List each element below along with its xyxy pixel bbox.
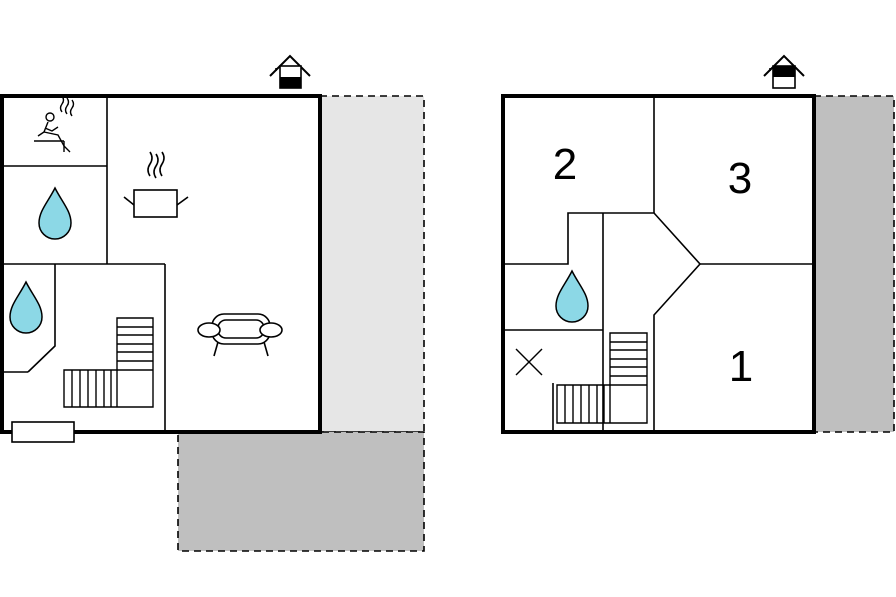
room-number-3: 3 (728, 154, 752, 203)
open-space-cross-icon (515, 348, 543, 376)
doorstep (11, 421, 75, 443)
ground-floor-interior-walls (2, 96, 166, 432)
house-entrance-icon (763, 54, 805, 89)
room-number-1: 1 (729, 342, 753, 391)
patio-area (177, 431, 425, 552)
staircase-icon (63, 317, 154, 408)
room-number-2: 2 (553, 140, 577, 189)
balcony-area (813, 95, 895, 433)
sofa-icon (197, 313, 283, 357)
terrace-area (319, 95, 425, 433)
ground-floor (0, 54, 425, 552)
water-drop-icon (38, 186, 72, 240)
upper-floor-interior-walls (503, 96, 814, 432)
cooking-pot-icon (123, 151, 189, 218)
water-drop-icon (9, 280, 43, 334)
upper-floor: 2 3 1 (501, 54, 895, 434)
sauna-icon (34, 95, 75, 153)
staircase-icon (556, 332, 648, 424)
water-drop-icon (555, 269, 589, 323)
house-entrance-icon (269, 54, 311, 89)
